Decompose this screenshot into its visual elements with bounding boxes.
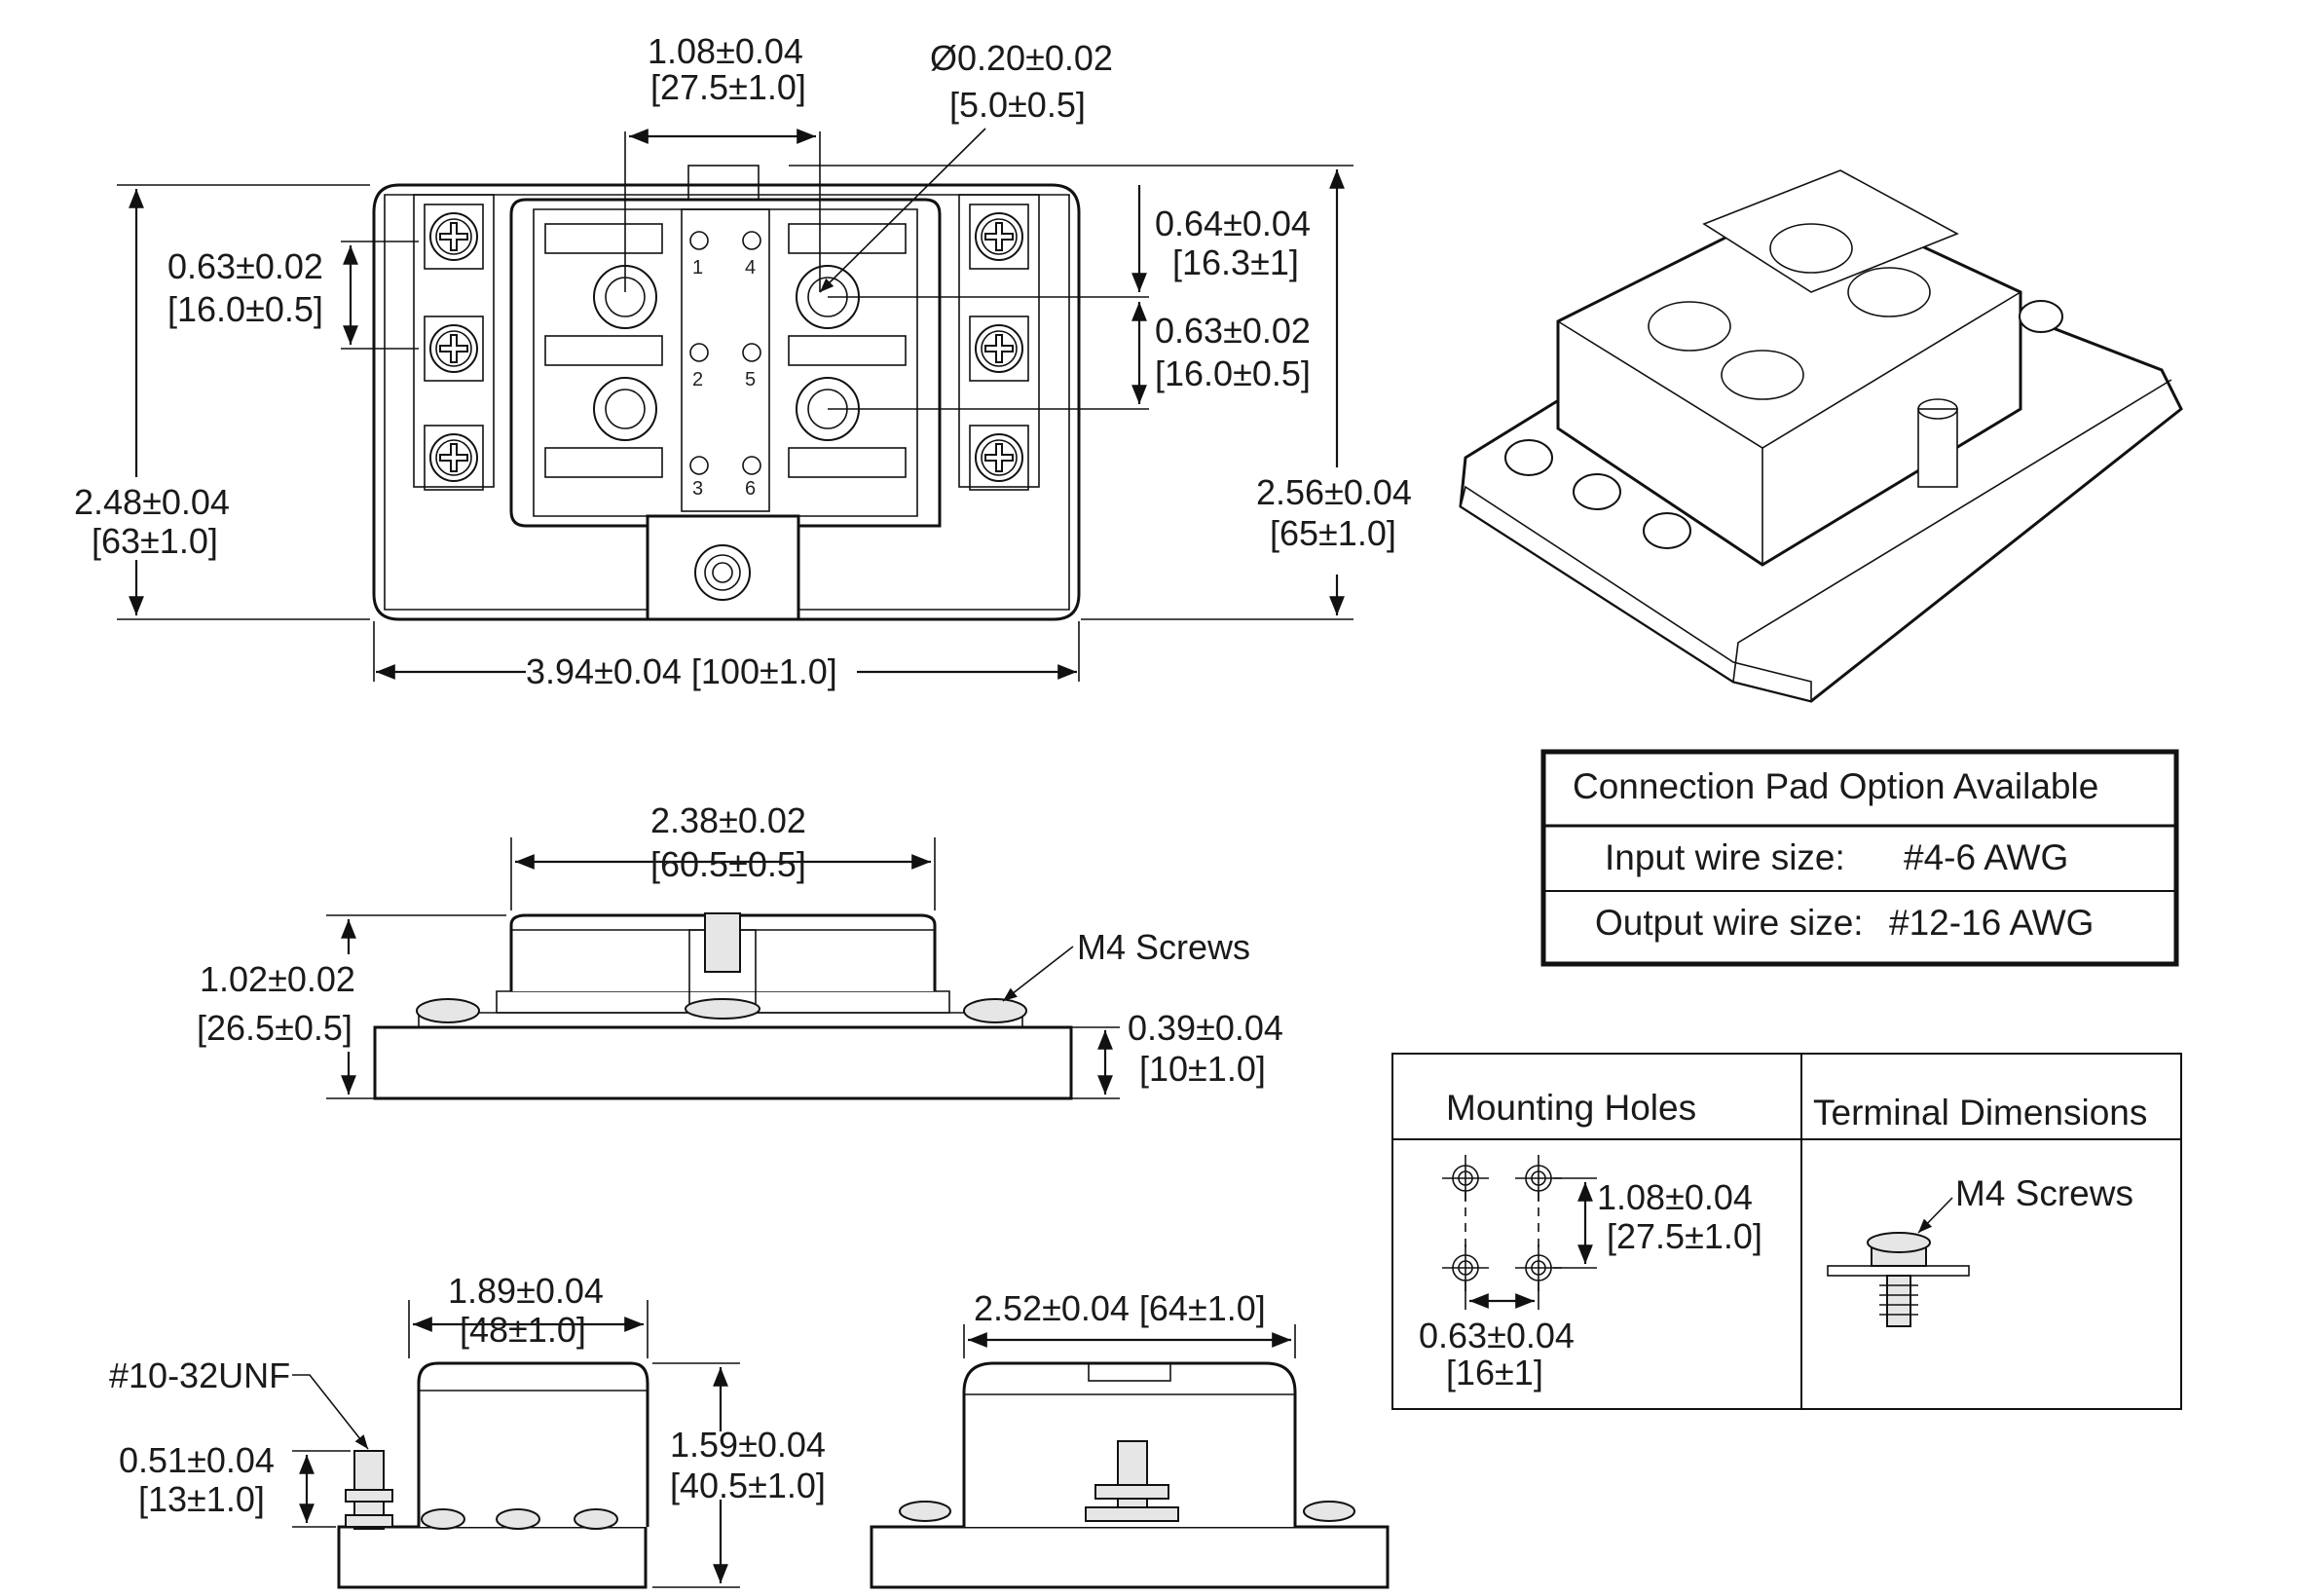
terminal-screw-icon	[1827, 1232, 1970, 1327]
dim-end-width: 1.89±0.04	[448, 1271, 604, 1311]
dim-side-height: 1.02±0.02	[200, 959, 355, 999]
dim-top-offset: 0.64±0.04	[1155, 204, 1311, 243]
dim-height-left: 2.48±0.04	[74, 482, 230, 522]
slot-number: 5	[745, 369, 756, 390]
dim-base-height: 0.39±0.04	[1128, 1008, 1283, 1048]
end-base	[337, 1525, 648, 1589]
dim-base-height-mm: [10±1.0]	[1139, 1049, 1266, 1089]
dim-row-pitch-mm: [16.0±0.5]	[1155, 353, 1311, 393]
slot-number: 6	[745, 478, 756, 500]
dim-end-right-width: 2.52±0.04 [64±1.0]	[974, 1288, 1266, 1328]
input-wire-label: Input wire size:	[1605, 837, 1845, 877]
dim-cover-width-mm: [60.5±0.5]	[650, 844, 806, 884]
mounting-holes-header: Mounting Holes	[1446, 1088, 1696, 1128]
dim-row-pitch: 0.63±0.02	[1155, 311, 1311, 351]
dim-mount-horizontal: 0.63±0.04	[1419, 1316, 1575, 1355]
end-base-right	[870, 1525, 1390, 1589]
side-view: 2.38±0.02 [60.5±0.5] 1.02±0.02 [26.5±0.5…	[197, 800, 1283, 1100]
terminal-screw-icon	[975, 212, 1023, 261]
dim-height-right-mm: [65±1.0]	[1270, 513, 1396, 553]
terminal-screw-icon	[429, 433, 478, 482]
end-cover	[417, 1361, 649, 1527]
isometric-view	[1459, 169, 2183, 703]
dim-overall-width: 3.94±0.04 [100±1.0]	[526, 651, 837, 691]
connection-pad-table: Connection Pad Option Available Input wi…	[1540, 749, 2179, 967]
dim-height-left-mm: [63±1.0]	[92, 521, 218, 561]
dim-terminal-pitch-mm: [16.0±0.5]	[167, 289, 323, 329]
dim-cover-width: 2.38±0.02	[650, 800, 806, 840]
stud-thread-label: #10-32UNF	[109, 1355, 290, 1395]
dim-mount-vertical-mm: [27.5±1.0]	[1607, 1216, 1762, 1256]
top-view: 1 4 2 5 3 6 3.94±0.04 [100±1.0] 2.48±0.0…	[74, 31, 1412, 691]
dim-stud-height-mm: [13±1.0]	[138, 1479, 265, 1519]
terminal-dimensions-header: Terminal Dimensions	[1813, 1093, 2147, 1132]
fuse-hole	[593, 377, 657, 441]
connection-table-title: Connection Pad Option Available	[1573, 766, 2098, 806]
terminal-screw-icon	[429, 324, 478, 373]
end-view-left: 1.89±0.04 [48±1.0] 1.59±0.04 [40.5±1.0] …	[109, 1271, 826, 1589]
dim-hole-diameter-mm: [5.0±0.5]	[949, 85, 1086, 125]
slot-number: 4	[745, 257, 756, 278]
terminal-screw-icon	[429, 212, 478, 261]
side-base	[373, 1025, 1073, 1100]
slot-number: 1	[692, 257, 703, 278]
dim-top-offset-mm: [16.3±1]	[1172, 242, 1299, 282]
terminal-screw-icon	[975, 324, 1023, 373]
dim-fuse-pitch-mm: [27.5±1.0]	[650, 67, 806, 107]
output-wire-value: #12-16 AWG	[1889, 903, 2094, 943]
dim-mount-vertical: 1.08±0.04	[1597, 1177, 1753, 1217]
mounting-terminal-table: Mounting Holes Terminal Dimensions 1.08±…	[1391, 1053, 2182, 1410]
dim-hole-diameter: Ø0.20±0.02	[930, 38, 1113, 78]
dim-height-right: 2.56±0.04	[1256, 472, 1412, 512]
slot-number: 2	[692, 369, 703, 390]
terminal-screw-icon	[975, 433, 1023, 482]
slot-number: 3	[692, 478, 703, 500]
dim-side-height-mm: [26.5±0.5]	[197, 1008, 352, 1048]
terminal-screws-label: M4 Screws	[1955, 1173, 2133, 1213]
dim-mount-horizontal-mm: [16±1]	[1446, 1353, 1543, 1392]
dim-stud-height: 0.51±0.04	[119, 1440, 275, 1480]
dim-terminal-pitch: 0.63±0.02	[167, 246, 323, 286]
dim-end-height-mm: [40.5±1.0]	[670, 1466, 826, 1505]
m4-screws-label: M4 Screws	[1077, 927, 1250, 967]
dim-fuse-pitch: 1.08±0.04	[648, 31, 803, 71]
output-wire-label: Output wire size:	[1595, 903, 1864, 943]
dim-end-height: 1.59±0.04	[670, 1425, 826, 1465]
end-view-right: 2.52±0.04 [64±1.0]	[870, 1288, 1390, 1589]
dim-end-width-mm: [48±1.0]	[460, 1310, 586, 1350]
input-wire-value: #4-6 AWG	[1904, 837, 2068, 877]
